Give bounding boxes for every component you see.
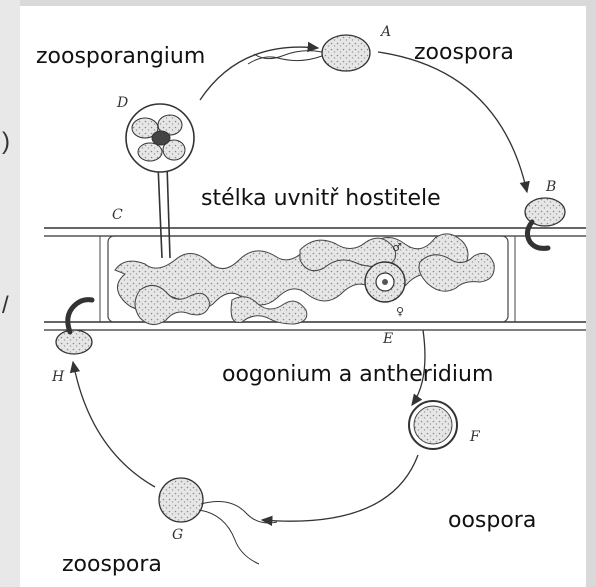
stage-letter-f: F (470, 430, 480, 444)
stage-letter-e: E (383, 332, 393, 346)
arrow-f-to-g (262, 455, 418, 521)
female-symbol: ♀ (396, 306, 404, 317)
stage-letter-h: H (52, 370, 64, 384)
zoosporangium-d (126, 104, 194, 258)
label-oospora: oospora (448, 510, 536, 532)
stage-letter-b: B (546, 180, 556, 194)
spore-b (525, 198, 565, 248)
thallus (115, 234, 494, 325)
stage-letter-a: A (381, 25, 391, 39)
zoospore-g (159, 478, 277, 564)
stage-letter-d: D (117, 96, 128, 110)
label-zoospora-bottom: zoospora (62, 554, 162, 576)
arrow-d-to-a (200, 47, 318, 100)
zoospore-a (248, 35, 370, 71)
oospore-f (409, 401, 457, 449)
male-symbol: ♂ (392, 242, 402, 253)
stage-letter-c: C (112, 208, 123, 222)
arrow-a-to-b (378, 52, 527, 192)
arrow-g-to-h (73, 362, 155, 487)
label-stelka: stélka uvnitř hostitele (201, 188, 441, 210)
label-oogonium: oogonium a antheridium (222, 364, 493, 386)
label-zoosporangium: zoosporangium (36, 46, 205, 68)
stage-letter-g: G (172, 528, 183, 542)
spore-h (56, 300, 92, 354)
label-zoospora-top: zoospora (414, 42, 514, 64)
